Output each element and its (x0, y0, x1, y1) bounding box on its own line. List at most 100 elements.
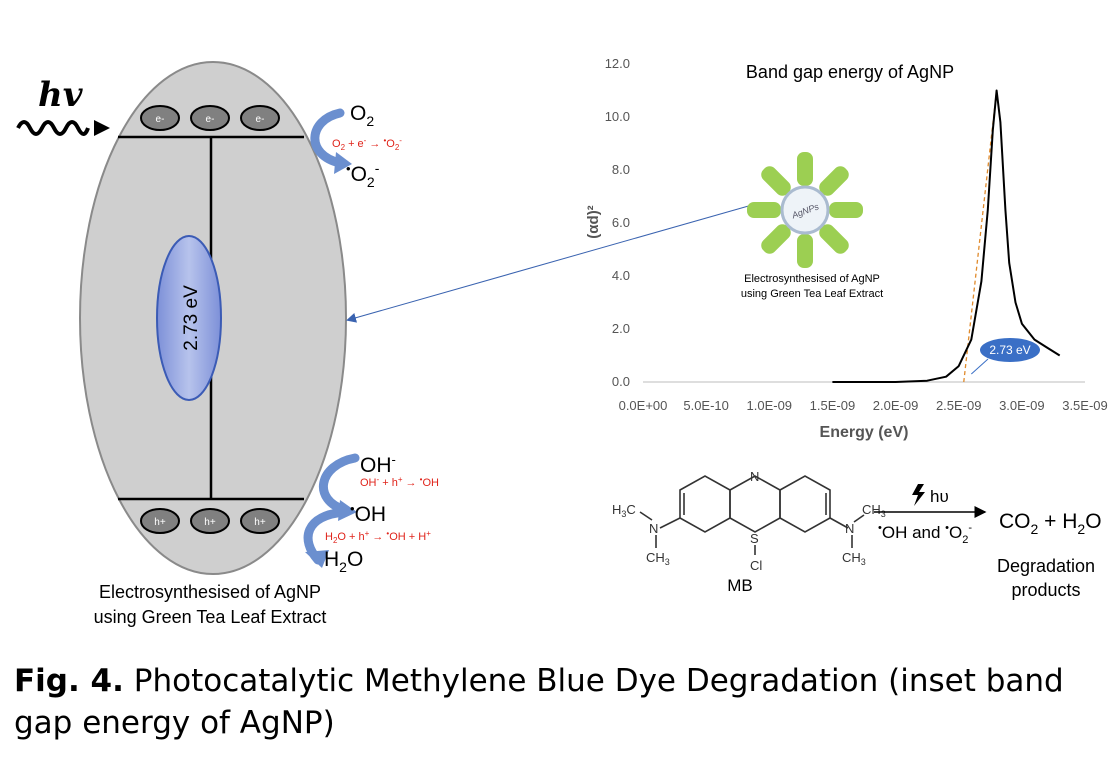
y-tick-label: 10.0 (605, 109, 630, 124)
inset-caption-line1: Electrosynthesised of AgNP (744, 273, 880, 285)
inset-connector-line (346, 204, 753, 323)
mb-atom-n-right: N (845, 521, 854, 536)
annotation-pointer (971, 358, 989, 375)
y-tick-label: 0.0 (612, 374, 630, 389)
x-tick-label: 3.0E-09 (999, 398, 1045, 413)
lightning-icon (912, 484, 925, 506)
figure-caption-line1: Photocatalytic Methylene Blue Dye Degrad… (133, 663, 1064, 699)
y-tick-label: 6.0 (612, 215, 630, 230)
particle-rod-2 (819, 166, 849, 196)
hydroxyl-radical-label: •OH (350, 501, 386, 526)
mb-atom-n-left: N (649, 521, 658, 536)
electron-label-2: e- (206, 114, 215, 125)
reaction-condition-bottom: •OH and •O2- (878, 522, 972, 546)
mb-ch3-left-bot-label: CH3 (646, 550, 670, 567)
agnp-particle-image: AgNPs (747, 152, 863, 268)
x-tick-label: 2.5E-09 (936, 398, 982, 413)
products-formula: CO2 + H2O (999, 510, 1102, 537)
hole-label-3: h+ (254, 517, 266, 528)
hole-1 (140, 508, 180, 534)
particle-rod-5 (797, 234, 813, 268)
chart-ylabel: (αd)² (585, 205, 602, 238)
reduction-curve-arrow-icon (310, 108, 345, 168)
photon-arrow-head-icon (94, 120, 110, 136)
mb-right-ring (779, 475, 831, 533)
hydroxide-reaction-equation: OH- + h+ → •OH (360, 475, 439, 489)
products-label-line2: products (1011, 580, 1080, 600)
y-tick-label: 4.0 (612, 268, 630, 283)
mb-ch3-right-top-label: CH3 (862, 502, 886, 519)
mb-label: MB (727, 576, 753, 595)
electron-1 (140, 105, 180, 131)
figure-caption-prefix: Fig. 4. (14, 663, 124, 699)
mb-left-ring (679, 475, 731, 533)
o2-reduction-equation: O2 + e- → •O2- (332, 136, 402, 152)
oxidation-arrow-head-2-icon (305, 550, 329, 568)
hydroxide-label: OH- (360, 452, 396, 477)
hole-3 (240, 508, 280, 534)
figure-canvas: e- e- e- h+ h+ h+ 2.73 eV hv O2 O2 + e- … (16, 56, 1108, 600)
chart-title: Band gap energy of AgNP (746, 62, 954, 82)
inset-caption-line2: using Green Tea Leaf Extract (741, 288, 883, 300)
band-gap-chart: Band gap energy of AgNP (αd)² Energy (eV… (585, 56, 1108, 441)
electron-label-3: e- (256, 114, 265, 125)
y-tick-label: 2.0 (612, 321, 630, 336)
x-tick-label: 5.0E-10 (683, 398, 729, 413)
figure-caption-line2: gap energy of AgNP) (14, 705, 335, 741)
oxidation-curve-arrow-1-icon (318, 453, 360, 515)
o2-label: O2 (350, 102, 374, 129)
hole-2 (190, 508, 230, 534)
mb-ch3-left-top (639, 511, 653, 521)
particle-rod-1 (797, 152, 813, 186)
particle-rod-3 (829, 202, 863, 218)
mb-ch3-right-bot-label: CH3 (842, 550, 866, 567)
mb-ch3-right-top (853, 514, 865, 523)
mb-atom-s: S (750, 531, 759, 546)
hv-label: hv (38, 75, 84, 115)
left-caption-line2: using Green Tea Leaf Extract (93, 607, 327, 627)
band-gap-label: 2.73 eV (181, 285, 202, 351)
photon-wave-icon (16, 120, 90, 136)
annotation-label: 2.73 eV (989, 343, 1030, 357)
x-tick-label: 3.5E-09 (1062, 398, 1108, 413)
particle-rod-4 (819, 224, 849, 254)
x-tick-label: 1.0E-09 (747, 398, 793, 413)
electron-3 (240, 105, 280, 131)
hole-label-2: h+ (204, 517, 216, 528)
methylene-blue-structure (639, 475, 865, 555)
y-tick-label: 12.0 (605, 56, 630, 71)
mb-ch3-left-top-label: H3C (612, 502, 636, 519)
hole-label-1: h+ (154, 517, 166, 528)
mb-n-left-bond (659, 517, 681, 529)
chart-xlabel: Energy (eV) (820, 424, 909, 441)
absorbance-series-line (832, 89, 1061, 383)
y-tick-label: 8.0 (612, 162, 630, 177)
particle-rod-7 (747, 202, 781, 218)
hole-group: h+ h+ h+ (140, 508, 280, 534)
mb-center-ring (729, 475, 781, 533)
products-label-line1: Degradation (997, 556, 1095, 576)
electron-label-1: e- (156, 114, 165, 125)
electron-2 (190, 105, 230, 131)
water-label: H2O (324, 548, 363, 575)
reduction-arrow-head-icon (334, 152, 352, 174)
band-gap-oval (156, 235, 222, 401)
x-tick-label: 0.0E+00 (619, 398, 668, 413)
x-tick-label: 2.0E-09 (873, 398, 919, 413)
particle-core (780, 185, 830, 235)
electron-group: e- e- e- (140, 105, 280, 131)
particle-rod-8 (761, 166, 791, 196)
left-diagram-caption: Electrosynthesised of AgNP using Green T… (40, 580, 380, 630)
left-caption-line1: Electrosynthesised of AgNP (98, 582, 322, 602)
mb-n-right-bond (829, 517, 849, 529)
superoxide-label: •O2- (346, 160, 380, 190)
mb-atom-cl: Cl (750, 558, 762, 573)
annotation-bubble (980, 338, 1040, 362)
x-tick-label: 1.5E-09 (810, 398, 856, 413)
particle-rod-6 (761, 224, 791, 254)
water-oxidation-equation: H2O + h+ → •OH + H+ (325, 529, 431, 545)
mb-atom-n-top: N (750, 469, 759, 484)
methylene-blue-atoms: N S Cl N N H3C CH3 CH3 CH3 (612, 469, 886, 573)
reaction-condition-top: hυ (930, 487, 949, 506)
figure-caption: Fig. 4. Photocatalytic Methylene Blue Dy… (14, 660, 1109, 744)
